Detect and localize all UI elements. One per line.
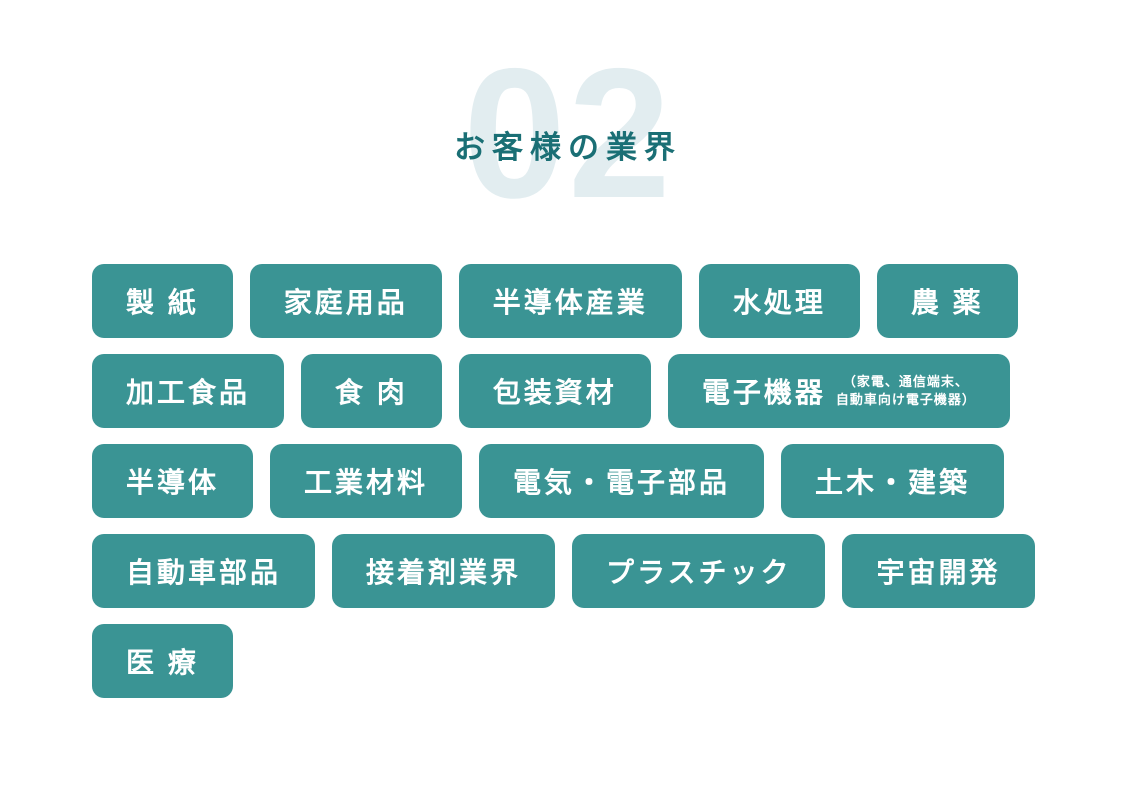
industry-label: 電気・電子部品 [513,467,731,498]
industry-label: 土木・建築 [815,467,971,498]
section-header: 02 お客様の業界 [0,0,1136,230]
section-number-watermark: 02 [463,31,673,237]
industry-badge-water-treatment: 水処理 [698,264,860,338]
industry-badge-civil-engineering-construction: 土木・建築 [781,444,1005,518]
industry-label: 家庭用品 [283,287,408,318]
industry-badge-adhesives-industry: 接着剤業界 [332,534,556,608]
industry-badge-electronic-devices: 電子機器 （家電、通信端末、 自動車向け電子機器） [667,354,1010,428]
industry-sublabel: （家電、通信端末、 自動車向け電子機器） [836,373,976,409]
industry-badge-medical: 医 療 [92,624,233,698]
industry-sublabel-line-1: （家電、通信端末、 [842,373,969,389]
industry-badge-paper: 製 紙 [92,264,233,338]
industry-badge-grid: 製 紙 家庭用品 半導体産業 水処理 農 薬 加工食品 食 肉 包装資材 電子機… [92,264,1044,698]
industry-label: 電子機器 [701,377,826,408]
badge-row-3: 半導体 工業材料 電気・電子部品 土木・建築 [92,444,1044,518]
industry-label: 包装資材 [492,377,617,408]
industry-label: 加工食品 [126,377,251,408]
industry-badge-plastics: プラスチック [572,534,826,608]
industry-badge-industrial-materials: 工業材料 [270,444,463,518]
industry-label: 半導体 [126,467,220,498]
industry-badge-semiconductor-industry: 半導体産業 [458,264,682,338]
industry-badge-semiconductor: 半導体 [92,444,254,518]
page-title: お客様の業界 [454,130,682,165]
industry-label: 自動車部品 [126,557,282,588]
industry-badge-processed-food: 加工食品 [92,354,285,428]
industry-label: 水処理 [732,287,826,318]
industry-label: 宇宙開発 [876,557,1001,588]
industry-badge-packaging-materials: 包装資材 [458,354,651,428]
industry-badge-space-development: 宇宙開発 [842,534,1035,608]
badge-row-4: 自動車部品 接着剤業界 プラスチック 宇宙開発 [92,534,1044,608]
industry-label: 製 紙 [126,287,199,318]
industry-badge-household-goods: 家庭用品 [249,264,442,338]
badge-row-2: 加工食品 食 肉 包装資材 電子機器 （家電、通信端末、 自動車向け電子機器） [92,354,1044,428]
industry-label: 農 薬 [910,287,984,318]
industry-label: 半導体産業 [492,287,648,318]
industry-label: プラスチック [606,557,792,588]
badge-row-5: 医 療 [92,624,1044,698]
badge-row-1: 製 紙 家庭用品 半導体産業 水処理 農 薬 [92,264,1044,338]
industry-label: 接着剤業界 [366,557,522,588]
industry-badge-meat: 食 肉 [301,354,442,428]
industry-label: 工業材料 [304,467,429,498]
industry-badge-automotive-parts: 自動車部品 [92,534,316,608]
industry-badge-agrochemicals: 農 薬 [876,264,1018,338]
industry-label: 医 療 [126,647,199,678]
industry-sublabel-line-2: 自動車向け電子機器） [835,392,976,407]
industry-label: 食 肉 [335,377,408,408]
industry-badge-electric-electronic-parts: 電気・電子部品 [479,444,765,518]
